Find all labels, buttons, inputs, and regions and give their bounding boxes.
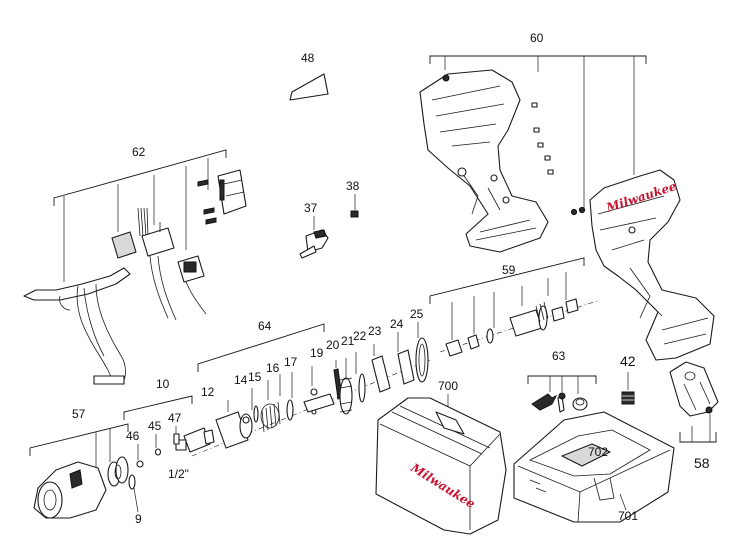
callout-25: 25: [410, 307, 424, 321]
callout-701: 701: [618, 509, 638, 523]
callout-17: 17: [284, 355, 298, 369]
callout-60: 60: [530, 31, 544, 45]
callout-62: 62: [132, 145, 146, 159]
part-62-screws: [197, 179, 217, 225]
callout-57: 57: [72, 407, 86, 421]
part-37-trigger: [299, 229, 329, 259]
part-60-housing-half-right: Milwaukee: [589, 169, 715, 361]
part-62-switch-pad: [111, 207, 149, 259]
callout-700: 700: [438, 379, 458, 393]
callout-64: 64: [258, 319, 272, 333]
callout-58: 58: [694, 455, 710, 471]
callout-37: 37: [304, 201, 318, 215]
part-48-label-plate: [289, 73, 329, 101]
callout-46: 46: [126, 429, 140, 443]
callout-9: 9: [135, 512, 142, 526]
part-58-belt-clip: [669, 361, 719, 417]
part-700-carry-case: Milwaukee: [375, 397, 507, 535]
part-58-screw: [705, 406, 713, 414]
callout-16: 16: [266, 361, 280, 375]
part-57-nose-cover: [33, 461, 107, 519]
part-57-collar: [107, 456, 129, 487]
part-38-spring: [350, 210, 359, 218]
bracket-57: [29, 423, 129, 456]
callout-47: 47: [168, 411, 182, 425]
part-anvil: [175, 427, 215, 453]
callout-23: 23: [368, 324, 382, 338]
callout-15: 15: [248, 370, 262, 384]
callout-48: 48: [301, 51, 315, 65]
callout-10: 10: [156, 377, 170, 391]
part-42-bit-holder: [621, 391, 635, 405]
callout-59: 59: [502, 263, 516, 277]
part-63-belt-clip-screws: [531, 392, 588, 413]
part-10-pin-ring: [136, 433, 180, 468]
callout-14: 14: [234, 373, 248, 387]
bracket-10: [123, 395, 193, 420]
anvil-size-label: 1/2": [168, 467, 189, 481]
part-62-control-board: [177, 255, 207, 315]
callout-24: 24: [390, 317, 404, 331]
part-62-wiring-harness: [23, 267, 131, 385]
callout-21: 21: [341, 334, 355, 348]
part-62-motor-mount: [217, 169, 247, 215]
part-60-housing-half-left: [419, 69, 549, 253]
part-60-screws: [442, 74, 586, 216]
callout-63: 63: [552, 349, 566, 363]
bracket-59: [429, 257, 585, 304]
callout-38: 38: [346, 179, 360, 193]
callout-20: 20: [326, 338, 340, 352]
callout-22: 22: [353, 329, 367, 343]
callout-12: 12: [201, 385, 215, 399]
callout-19: 19: [310, 346, 324, 360]
part-59-motor: [439, 298, 601, 357]
part-701-case-tray: [513, 411, 675, 523]
part-62-switch-module: [141, 222, 177, 321]
callout-702: 702: [588, 445, 608, 459]
part-64-impact-mechanism: [191, 337, 431, 457]
bracket-62: [53, 149, 227, 206]
callout-45: 45: [148, 419, 162, 433]
bracket-58: [679, 432, 717, 443]
callout-42: 42: [620, 353, 636, 369]
bracket-64: [197, 323, 325, 372]
part-9-ring: [128, 474, 136, 490]
